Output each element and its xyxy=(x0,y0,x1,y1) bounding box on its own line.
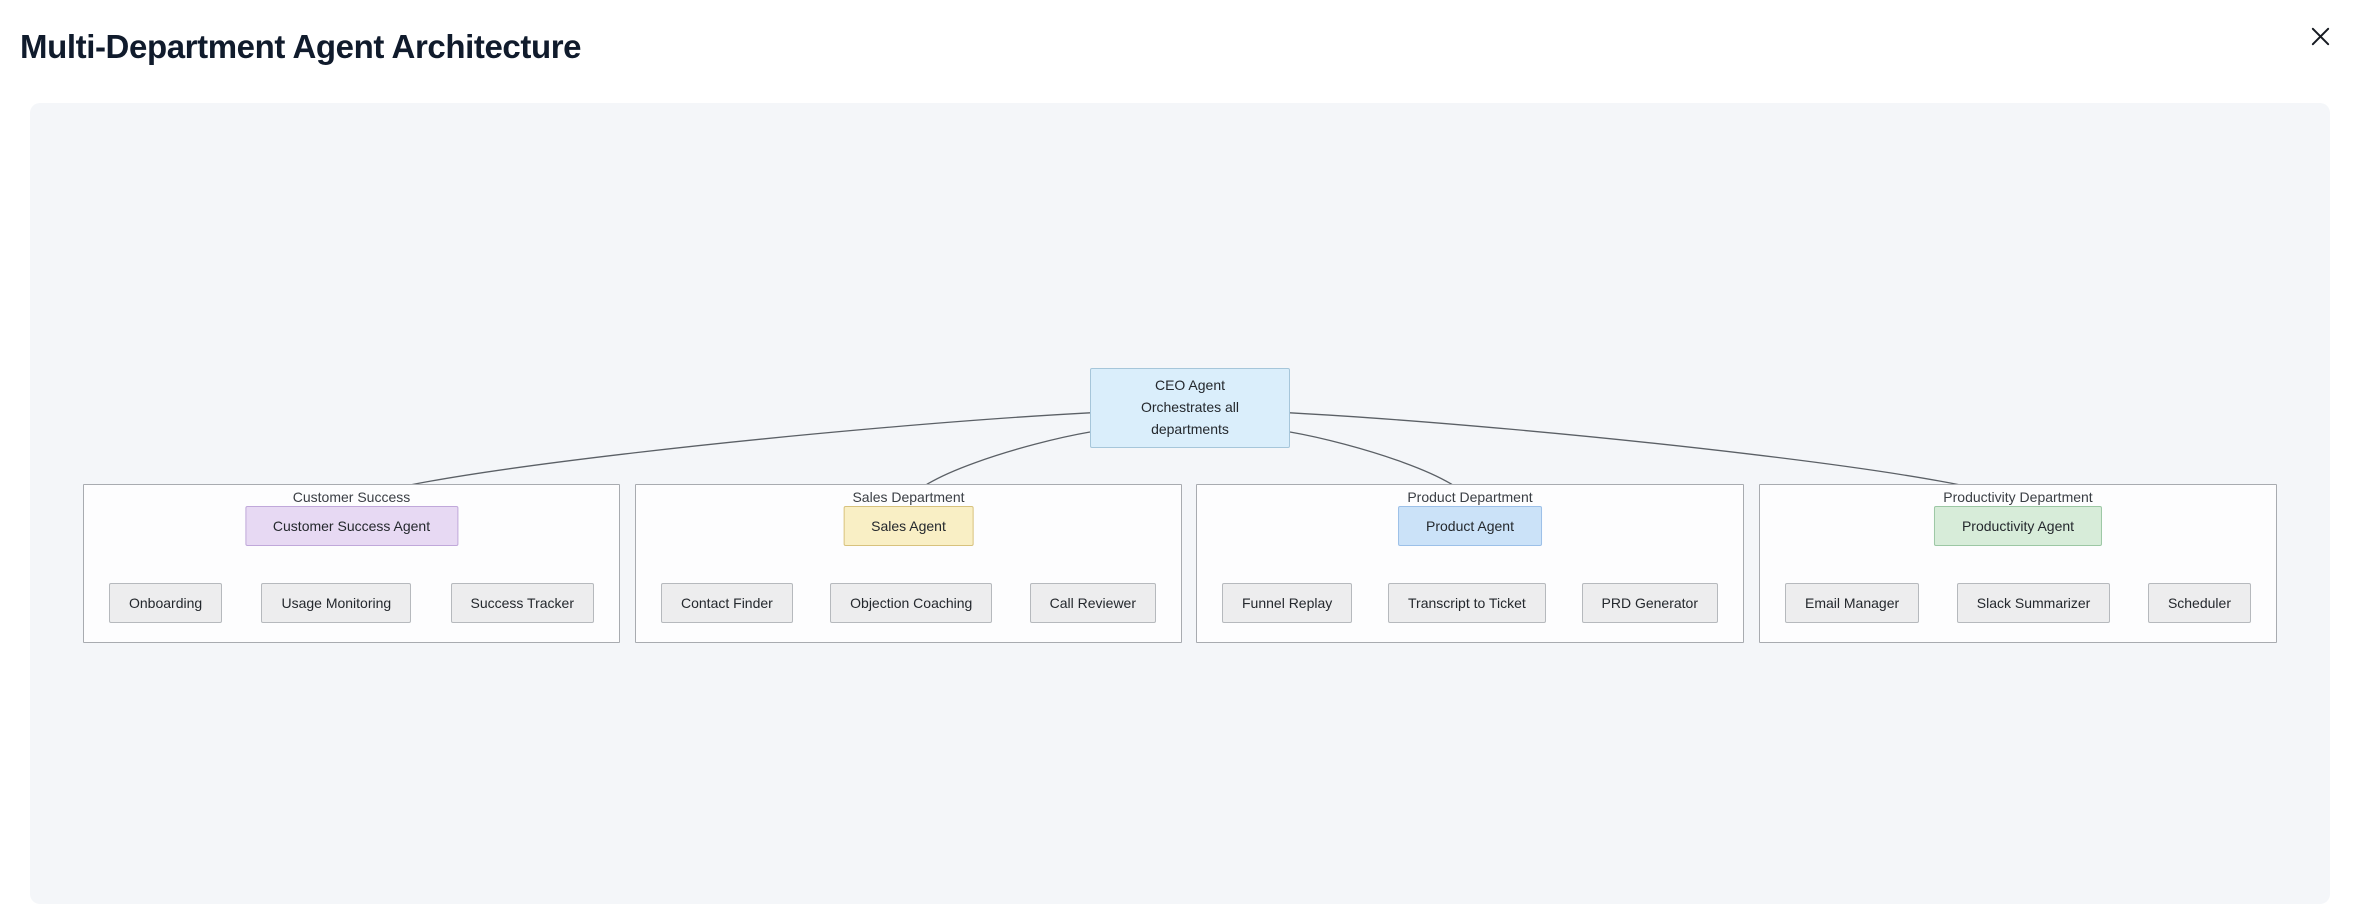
transcript-to-ticket-node: Transcript to Ticket xyxy=(1388,583,1546,623)
ceo-agent-line: CEO Agent xyxy=(1154,377,1226,394)
product-agent-node: Product Agent xyxy=(1398,506,1542,546)
email-manager-node: Email Manager xyxy=(1785,583,1920,623)
prd-generator-node: PRD Generator xyxy=(1581,583,1718,623)
sales-agent-node: Sales Agent xyxy=(843,506,974,546)
productivity-agent-node: Productivity Agent xyxy=(1933,506,2103,546)
success-tracker-node: Success Tracker xyxy=(450,583,594,623)
ceo-agent-line: Orchestrates all xyxy=(1140,399,1240,416)
slack-summarizer-node: Slack Summarizer xyxy=(1956,583,2111,623)
cluster-productivity-department: Productivity Department Productivity Age… xyxy=(1759,484,2277,643)
children-row: Contact Finder Objection Coaching Call R… xyxy=(661,583,1156,623)
children-row: Onboarding Usage Monitoring Success Trac… xyxy=(109,583,594,623)
call-reviewer-node: Call Reviewer xyxy=(1029,583,1156,623)
page-title: Multi-Department Agent Architecture xyxy=(20,28,582,65)
contact-finder-node: Contact Finder xyxy=(661,583,793,623)
children-row: Email Manager Slack Summarizer Scheduler xyxy=(1785,583,2251,623)
onboarding-node: Onboarding xyxy=(109,583,223,623)
children-row: Funnel Replay Transcript to Ticket PRD G… xyxy=(1222,583,1718,623)
ceo-agent-node: CEO Agent Orchestrates all departments xyxy=(1090,368,1290,448)
cluster-label: Sales Department xyxy=(852,489,965,505)
close-icon xyxy=(2311,27,2329,45)
cluster-sales-department: Sales Department Sales Agent Contact Fin… xyxy=(635,484,1182,643)
ceo-agent-line: departments xyxy=(1151,420,1229,437)
cluster-label: Product Department xyxy=(1407,489,1533,505)
diagram-canvas: CEO Agent Orchestrates all departments C… xyxy=(30,103,2330,904)
cluster-label: Productivity Department xyxy=(1943,489,2093,505)
objection-coaching-node: Objection Coaching xyxy=(830,583,993,623)
scheduler-node: Scheduler xyxy=(2147,583,2251,623)
close-button[interactable] xyxy=(2302,18,2338,54)
usage-monitoring-node: Usage Monitoring xyxy=(261,583,412,623)
cluster-label: Customer Success xyxy=(292,489,411,505)
funnel-replay-node: Funnel Replay xyxy=(1222,583,1353,623)
customer-success-agent-node: Customer Success Agent xyxy=(244,506,459,546)
cluster-product-department: Product Department Product Agent Funnel … xyxy=(1196,484,1744,643)
cluster-customer-success: Customer Success Customer Success Agent … xyxy=(83,484,620,643)
